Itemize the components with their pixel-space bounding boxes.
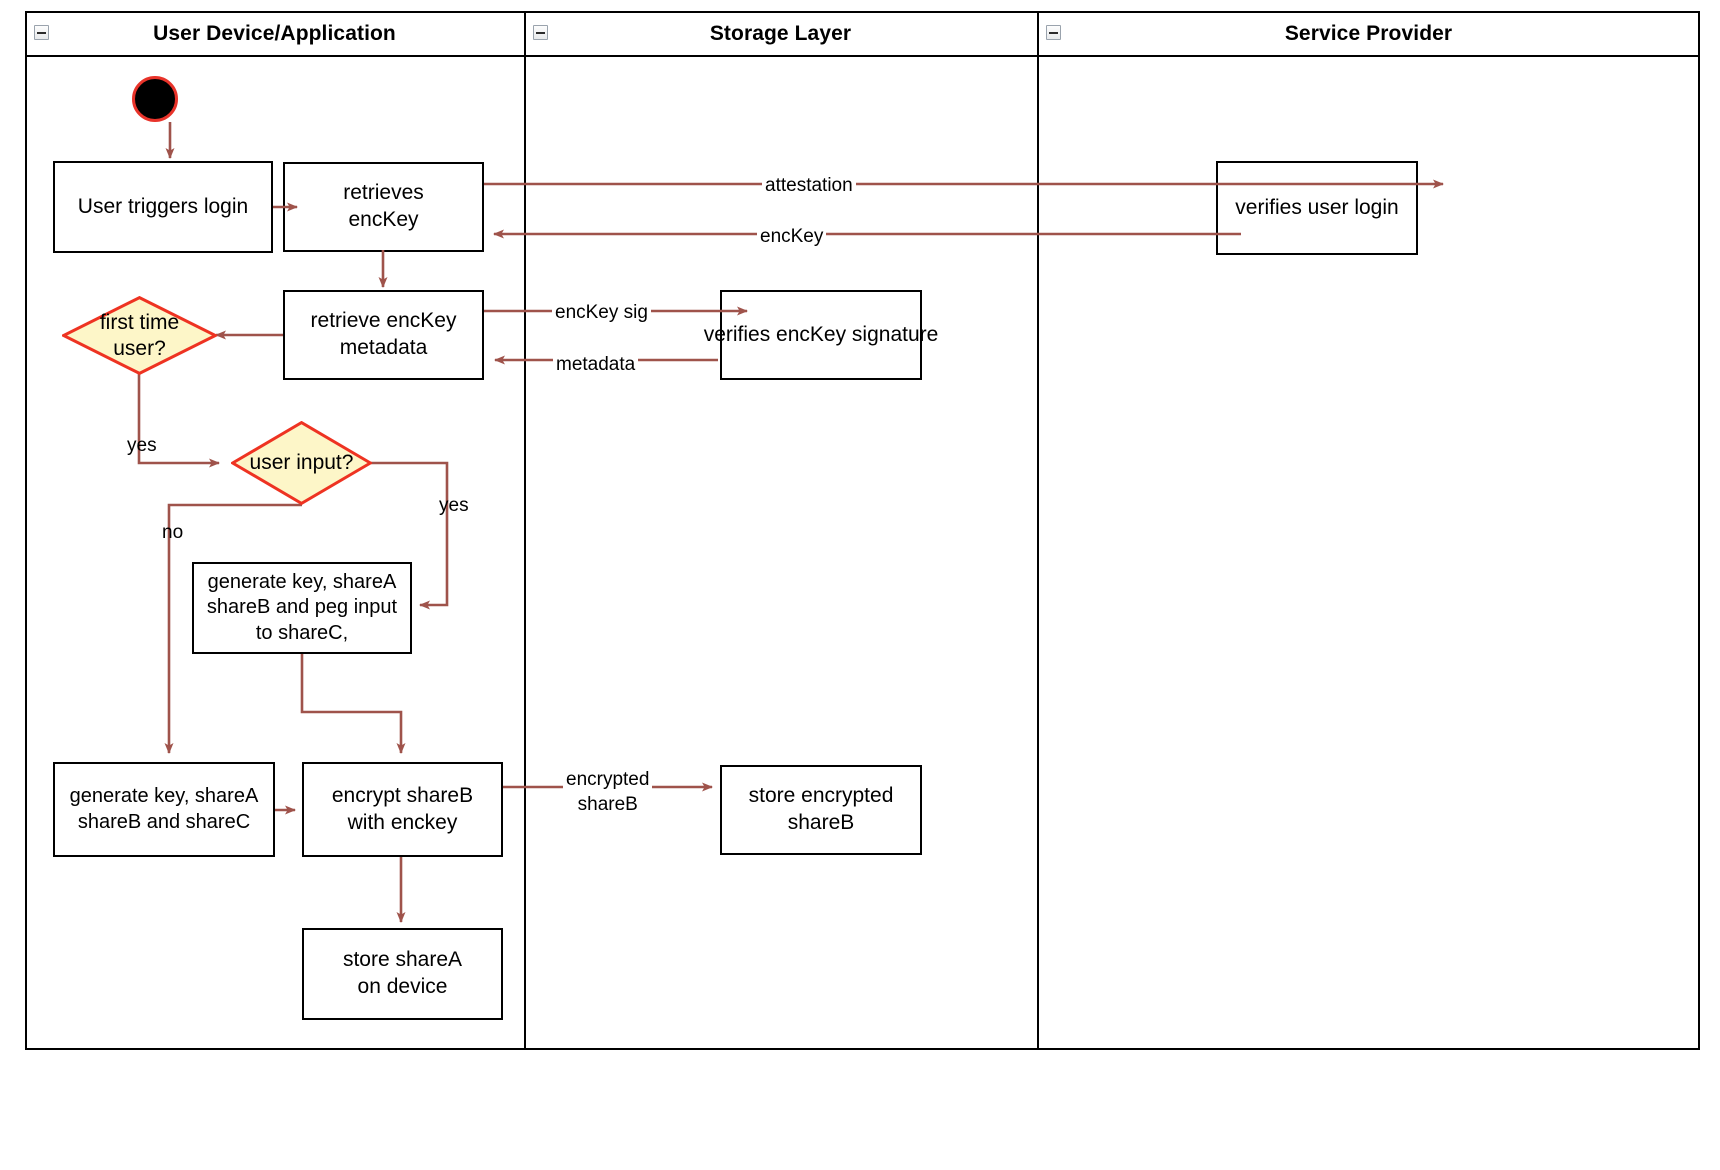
collapse-minus-icon-storage-layer[interactable] bbox=[533, 25, 548, 40]
lane-header-user-device[interactable]: User Device/Application bbox=[25, 11, 524, 57]
decision-label-line2: user? bbox=[113, 336, 166, 360]
decision-user-input[interactable]: user input? bbox=[231, 421, 372, 505]
lane-header-storage-layer[interactable]: Storage Layer bbox=[524, 11, 1037, 57]
collapse-minus-icon-service-provider[interactable] bbox=[1046, 25, 1061, 40]
decision-label-line1: first time bbox=[99, 310, 180, 334]
action-label-line2: shareB bbox=[787, 811, 855, 834]
edge-label-first-time-yes: yes bbox=[127, 435, 157, 456]
action-encrypt-shareb[interactable]: encrypt shareB with enckey bbox=[302, 762, 503, 857]
diamond-shape bbox=[62, 296, 217, 375]
action-label-line1: retrieves bbox=[343, 181, 424, 205]
action-label-line2: on device bbox=[357, 975, 448, 998]
lane-title-user-device: User Device/Application bbox=[153, 22, 396, 45]
lane-title-storage-layer: Storage Layer bbox=[709, 22, 852, 45]
edge-label-line1: encrypted bbox=[566, 769, 650, 790]
action-retrieve-enckey-metadata[interactable]: retrieve encKey metadata bbox=[283, 290, 484, 380]
collapse-minus-icon-user-device[interactable] bbox=[34, 25, 49, 40]
edge-label-metadata: metadata bbox=[553, 353, 639, 377]
decision-label: user input? bbox=[249, 451, 354, 475]
lane-header-service-provider[interactable]: Service Provider bbox=[1037, 11, 1700, 57]
action-label-line1: store encrypted bbox=[748, 784, 894, 808]
edge-label-attestation: attestation bbox=[762, 174, 856, 198]
lane-divider-2 bbox=[1037, 11, 1039, 1050]
swimlane-frame bbox=[25, 11, 1700, 1050]
action-generate-key-peg-input[interactable]: generate key, shareA shareB and peg inpu… bbox=[192, 562, 412, 654]
diamond-shape bbox=[231, 421, 372, 505]
action-store-sharea-on-device[interactable]: store shareA on device bbox=[302, 928, 503, 1020]
edge-label-line2: shareB bbox=[577, 793, 638, 815]
action-label-line2: metadata bbox=[339, 336, 428, 359]
decision-first-time-user[interactable]: first time user? bbox=[62, 296, 217, 375]
action-label-line3: to shareC, bbox=[255, 621, 349, 644]
action-generate-key-shares[interactable]: generate key, shareA shareB and shareC bbox=[53, 762, 275, 857]
action-verifies-enckey-signature[interactable]: verifies encKey signature bbox=[704, 290, 938, 380]
lane-divider-1 bbox=[524, 11, 526, 1050]
edge-label-user-input-yes: yes bbox=[439, 495, 469, 516]
action-label-line2: shareB and shareC bbox=[77, 810, 251, 833]
edge-label-enckey: encKey bbox=[757, 225, 827, 249]
action-label-line1: store shareA bbox=[342, 948, 463, 972]
action-user-triggers-login[interactable]: User triggers login bbox=[53, 161, 273, 253]
edge-label-enckey-sig: encKey sig bbox=[552, 301, 651, 325]
action-verifies-user-login[interactable]: verifies user login bbox=[1216, 161, 1418, 255]
action-label-line1: generate key, shareA bbox=[69, 784, 259, 807]
action-label-line2: with enckey bbox=[347, 810, 458, 834]
action-label: User triggers login bbox=[77, 194, 249, 218]
lane-title-service-provider: Service Provider bbox=[1284, 22, 1453, 45]
action-retrieves-enckey[interactable]: retrieves encKey bbox=[283, 162, 484, 252]
edge-label-encrypted-shareb: encrypted shareB bbox=[563, 768, 653, 818]
action-label-line1: retrieve encKey bbox=[310, 309, 457, 333]
action-label-line1: encrypt shareB bbox=[331, 783, 474, 807]
action-label-line2: shareB and peg input bbox=[206, 596, 398, 619]
action-label-line2: encKey bbox=[348, 208, 419, 231]
initial-node[interactable] bbox=[132, 76, 178, 122]
edge-label-user-input-no: no bbox=[162, 522, 184, 543]
action-label-line1: generate key, shareA bbox=[207, 570, 397, 593]
action-label: verifies user login bbox=[1235, 195, 1399, 219]
action-store-encrypted-shareb[interactable]: store encrypted shareB bbox=[720, 765, 922, 855]
action-label: verifies encKey signature bbox=[703, 322, 939, 346]
